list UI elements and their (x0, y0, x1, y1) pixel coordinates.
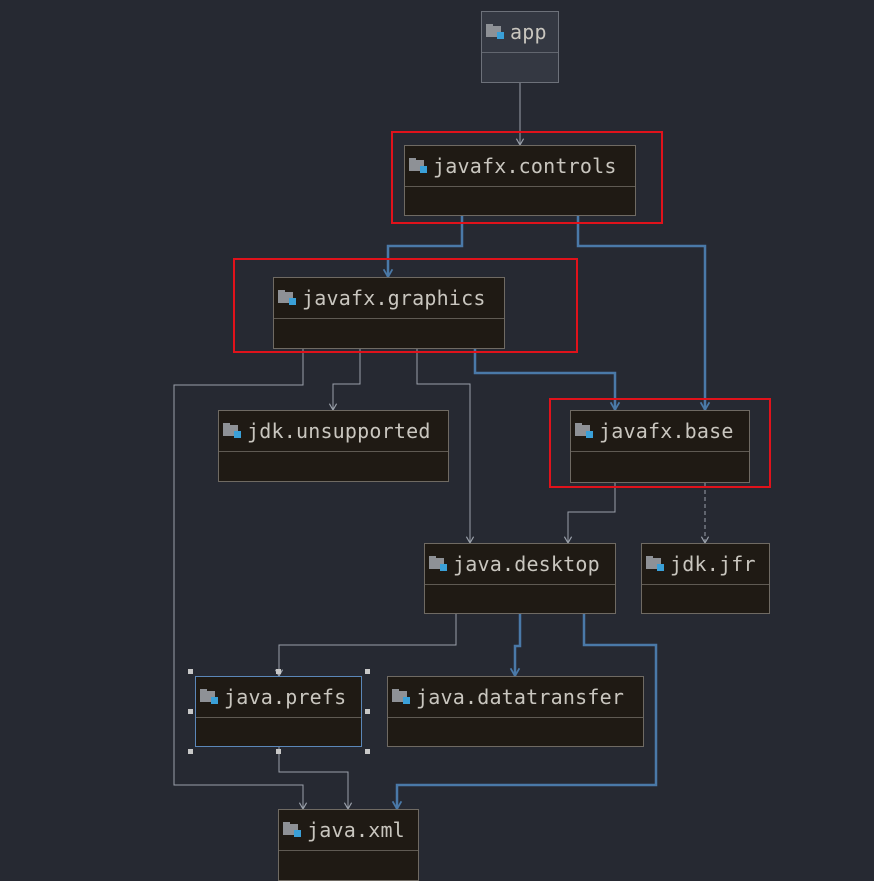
edge-javafx-graphics-to-javafx-base (473, 349, 621, 412)
module-name: app (510, 20, 547, 44)
module-name: javafx.base (599, 419, 734, 443)
edge-javafx-base-to-java-desktop (563, 483, 616, 545)
selection-handle-bottom-middle[interactable] (276, 749, 281, 754)
module-folder-icon (283, 822, 302, 838)
module-folder-icon (575, 423, 594, 439)
module-node-header: java.xml (279, 810, 418, 851)
module-node-header: java.prefs (196, 677, 361, 718)
module-node-jdk-unsupported[interactable]: jdk.unsupported (218, 410, 449, 482)
module-node-javafx-graphics[interactable]: javafx.graphics (273, 277, 505, 349)
module-node-java-prefs[interactable]: java.prefs (195, 676, 362, 747)
edge-javafx-controls-to-javafx-graphics (382, 216, 464, 279)
module-folder-icon (278, 290, 297, 306)
module-name: javafx.graphics (302, 286, 486, 310)
module-name: jdk.jfr (670, 552, 756, 576)
edge-java-desktop-to-java-datatransfer (509, 614, 522, 678)
module-node-header: java.desktop (425, 544, 615, 585)
module-node-jdk-jfr[interactable]: jdk.jfr (641, 543, 770, 614)
module-folder-icon (392, 689, 411, 705)
selection-handle-top-middle[interactable] (276, 669, 281, 674)
module-node-header: java.datatransfer (388, 677, 643, 718)
selection-handle-middle-left[interactable] (188, 709, 193, 714)
dependency-edges (173, 83, 711, 811)
module-node-header: app (482, 12, 558, 53)
module-node-java-desktop[interactable]: java.desktop (424, 543, 616, 614)
module-name: jdk.unsupported (247, 419, 431, 443)
module-node-header: jdk.unsupported (219, 411, 448, 452)
module-node-javafx-base[interactable]: javafx.base (570, 410, 750, 483)
module-node-java-datatransfer[interactable]: java.datatransfer (387, 676, 644, 747)
module-node-header: javafx.base (571, 411, 749, 452)
module-name: java.desktop (453, 552, 600, 576)
module-node-header: javafx.graphics (274, 278, 504, 319)
edge-javafx-graphics-to-java-xml (173, 349, 308, 811)
selection-handle-bottom-left[interactable] (188, 749, 193, 754)
module-folder-icon (409, 158, 428, 174)
module-node-header: javafx.controls (405, 146, 635, 187)
module-folder-icon (646, 556, 665, 572)
selection-handle-middle-right[interactable] (365, 709, 370, 714)
module-folder-icon (200, 689, 219, 705)
module-node-app[interactable]: app (481, 11, 559, 83)
selection-handle-top-right[interactable] (365, 669, 370, 674)
module-folder-icon (429, 556, 448, 572)
selection-handle-bottom-right[interactable] (365, 749, 370, 754)
edge-javafx-graphics-to-jdk-unsupported (328, 349, 361, 412)
module-node-header: jdk.jfr (642, 544, 769, 585)
edge-javafx-controls-to-javafx-base (576, 216, 711, 412)
module-folder-icon (223, 423, 242, 439)
module-node-java-xml[interactable]: java.xml (278, 809, 419, 881)
module-name: java.prefs (224, 685, 347, 709)
edge-javafx-graphics-to-java-desktop (416, 349, 475, 545)
edge-java-desktop-to-java-xml (391, 614, 658, 811)
module-name: java.datatransfer (416, 685, 625, 709)
edge-java-desktop-to-java-prefs (274, 614, 457, 678)
selection-handle-top-left[interactable] (188, 669, 193, 674)
module-name: javafx.controls (433, 154, 617, 178)
module-node-javafx-controls[interactable]: javafx.controls (404, 145, 636, 216)
module-folder-icon (486, 24, 505, 40)
edge-java-prefs-to-java-xml (278, 747, 353, 811)
module-name: java.xml (307, 818, 405, 842)
